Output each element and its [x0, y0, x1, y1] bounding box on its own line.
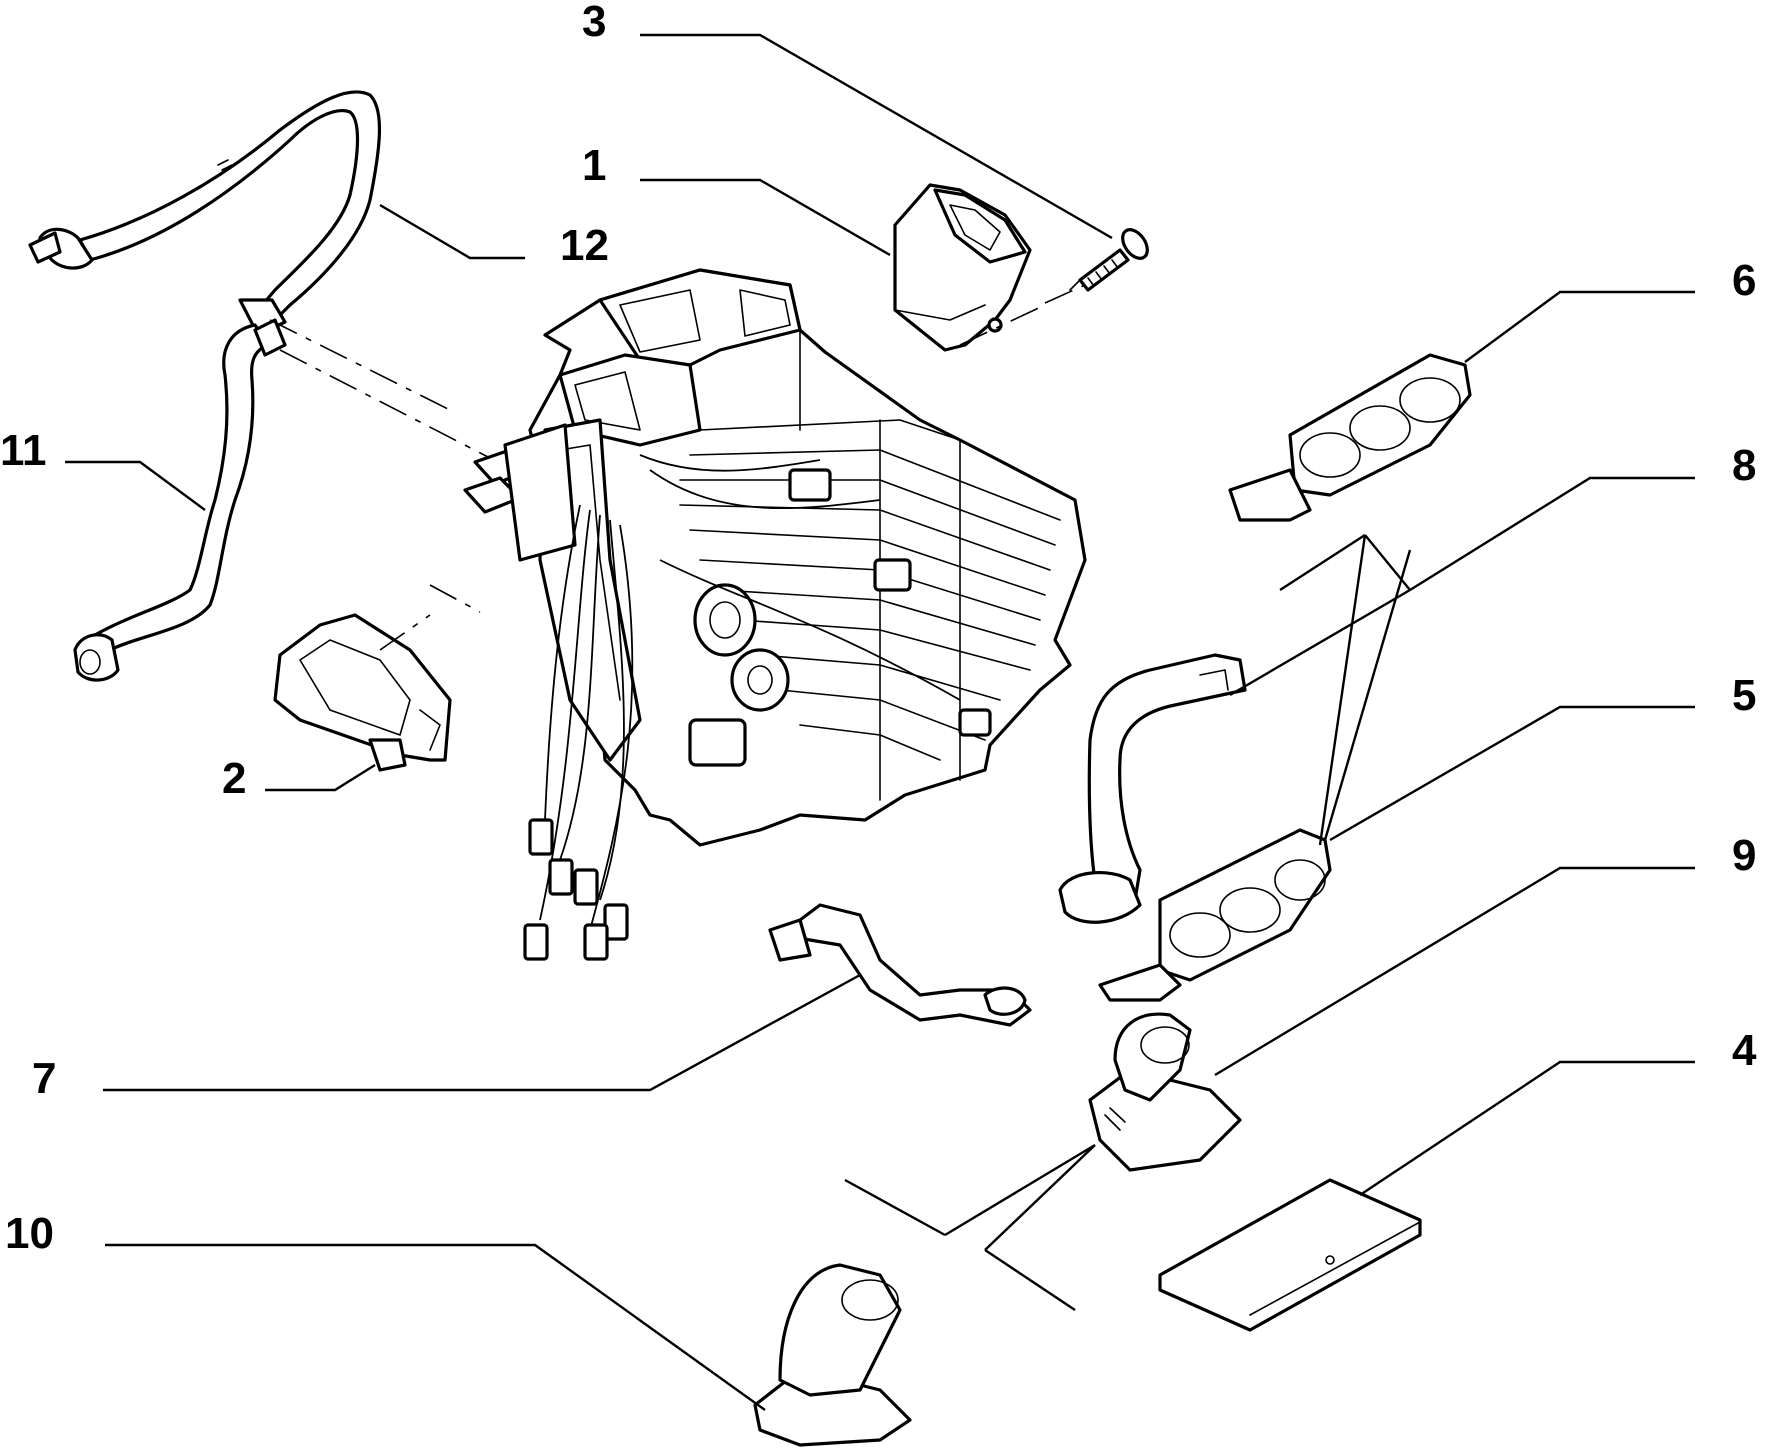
- callout-10: 10: [5, 1209, 54, 1258]
- callout-4: 4: [1732, 1026, 1757, 1075]
- callout-5: 5: [1732, 671, 1756, 720]
- part-7-floor-duct: [768, 903, 1032, 1027]
- callout-7: 7: [32, 1054, 56, 1103]
- callout-8: 8: [1732, 441, 1756, 490]
- part-8-curved-duct: [1058, 653, 1247, 924]
- callout-1: 1: [582, 141, 606, 190]
- callout-labels: 3 1 12 11 2 6 8 5 9 4 7 10: [0, 0, 1757, 1258]
- part-10-footwell-duct: [753, 1263, 912, 1447]
- part-2-side-duct: [273, 613, 452, 772]
- part-11-lower-hose: [73, 318, 287, 682]
- callout-11: 11: [0, 426, 47, 475]
- part-3-screw: [1069, 228, 1149, 292]
- callout-12: 12: [560, 221, 609, 270]
- part-1-air-duct: [893, 183, 1032, 352]
- callout-6: 6: [1732, 256, 1756, 305]
- hvac-unit-housing: [463, 268, 1087, 961]
- callout-2: 2: [222, 754, 246, 803]
- assembly-dash-lines: [269, 284, 1086, 651]
- callout-3: 3: [582, 0, 606, 46]
- part-5-vent-outlet-lower: [1098, 828, 1332, 1002]
- part-4-cabin-filter: [1158, 1178, 1422, 1332]
- callout-9: 9: [1732, 831, 1756, 880]
- part-6-vent-outlet-upper: [1228, 353, 1472, 522]
- part-9-footwell-duct: [1088, 1012, 1242, 1172]
- leader-lines: [65, 33, 1695, 1411]
- part-12-upper-hose: [28, 90, 382, 337]
